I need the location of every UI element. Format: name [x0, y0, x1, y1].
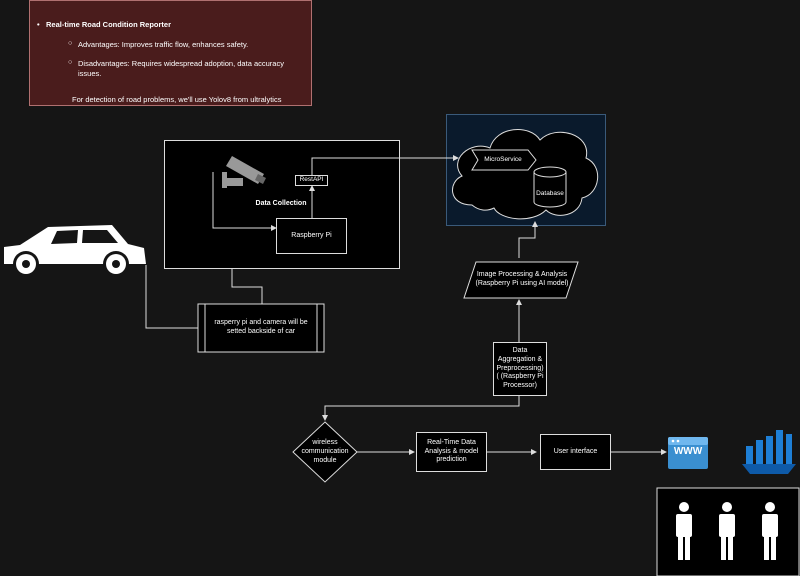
line-car-mount — [145, 265, 198, 329]
mount-note-text: rasperry pi and camera will be setted ba… — [214, 319, 308, 335]
database-label: Database — [536, 190, 564, 197]
note-footer: For detection of road problems, we'll us… — [72, 95, 282, 104]
image-processing-text: Image Processing & Analysis (Raspberry P… — [475, 271, 569, 287]
analytics-chart-icon — [742, 430, 796, 474]
camera-icon — [222, 156, 266, 188]
line-agg-wireless — [322, 396, 520, 421]
mount-note-shape — [197, 303, 325, 353]
database-shape — [533, 172, 567, 208]
wireless-text: wireless communication module — [301, 439, 349, 464]
car-icon — [4, 225, 146, 277]
microservice-label: MicroService — [484, 156, 522, 163]
line-imgproc-cloud — [518, 221, 538, 258]
www-icon — [668, 437, 708, 469]
cloud-shape — [452, 129, 599, 220]
wireless-shape — [292, 421, 358, 483]
line-camera-pi — [212, 172, 277, 231]
note-advantages: Advantages: Improves traffic flow, enhan… — [68, 39, 298, 50]
microservice-shape — [471, 149, 537, 171]
user-interface-box: User interface — [540, 434, 611, 470]
rest-api-box: RestAPI — [295, 175, 328, 186]
realtime-analysis-box: Real-Time Data Analysis & model predicti… — [416, 432, 487, 472]
users-icon — [676, 502, 778, 560]
aggregation-box: Data Aggregation & Preprocessing) ( (Ras… — [493, 342, 547, 396]
data-collection-label: Data Collection — [255, 200, 307, 207]
www-label: WWW — [673, 446, 703, 457]
note-title: Real-time Road Condition Reporter — [37, 20, 171, 30]
note-disadvantages: Disadvantages: Requires widespread adopt… — [68, 58, 308, 79]
line-restapi-microservice — [311, 155, 459, 176]
image-processing-shape — [463, 261, 579, 299]
project-note: Real-time Road Condition Reporter Advant… — [29, 0, 312, 106]
line-panel-mount — [231, 269, 263, 304]
raspberry-pi-box: Raspberry Pi — [276, 218, 347, 254]
